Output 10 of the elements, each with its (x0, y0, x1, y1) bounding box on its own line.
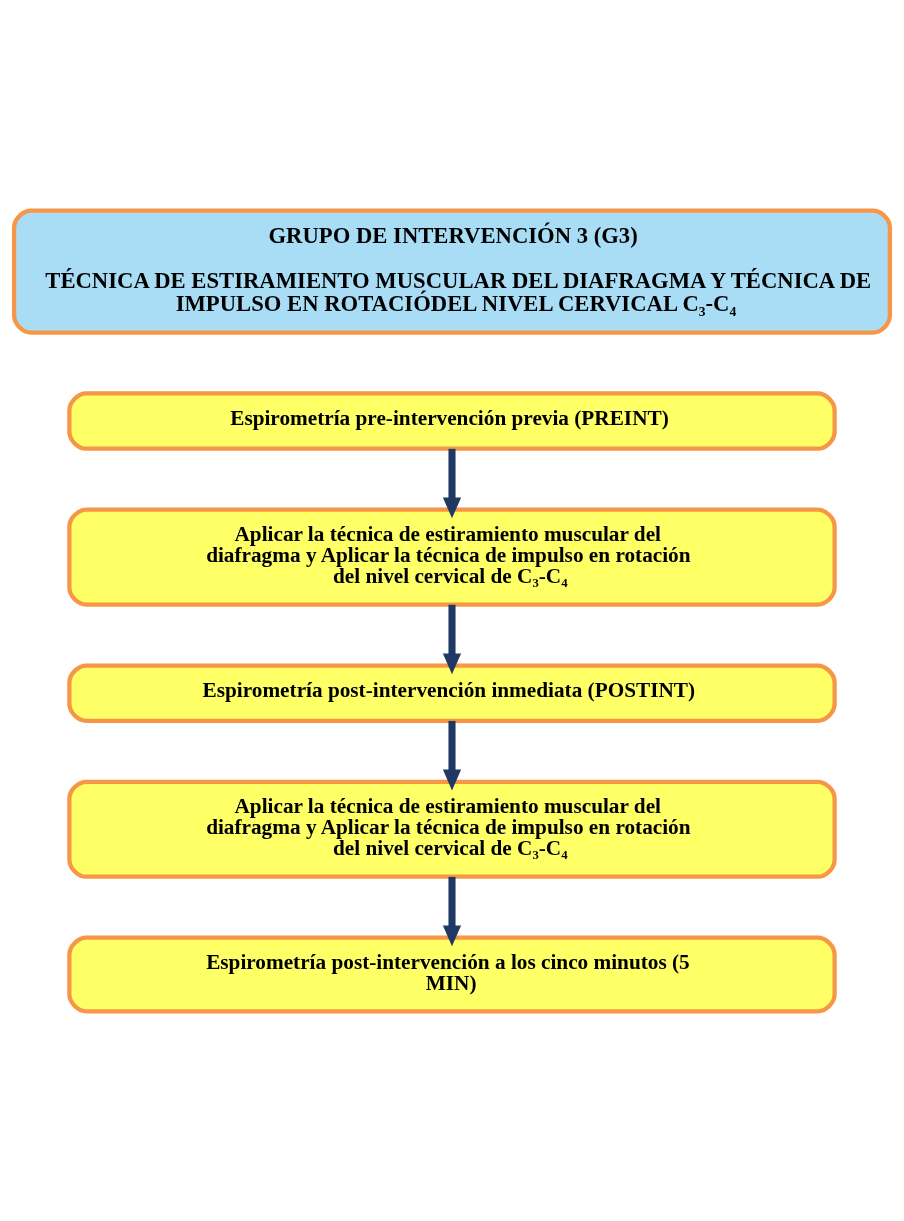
node-box: GRUPO DE INTERVENCIÓN 3 (G3) TÉCNICA DE ESTIRAMIENTO MUSCULAR DEL DIAFRAGMA Y TÉCNICA DE IMPULSO EN ROTACIÓDEL NIVEL CERVICAL C₃-C₄ (12, 208, 892, 335)
arrow (442, 720, 462, 790)
arrow (442, 604, 462, 674)
arrow (442, 876, 462, 946)
node-box: Aplicar la técnica de estiramiento muscular del diafragma y Aplicar la técnica de impulso en rotación del nivel cervical de C₃-C₄ (67, 779, 837, 879)
node-box: Aplicar la técnica de estiramiento muscular del diafragma y Aplicar la técnica de impulso en rotación del nivel cervical de C₃-C₄ (67, 507, 837, 607)
node-box: Espirometría post-intervención inmediata (POSTINT) (67, 662, 837, 723)
node-box: Espirometría post-intervención a los cinco minutos (5 MIN) (67, 935, 837, 1013)
node-box: Espirometría pre-intervención previa (PREINT) (67, 390, 837, 451)
arrow (442, 448, 462, 518)
